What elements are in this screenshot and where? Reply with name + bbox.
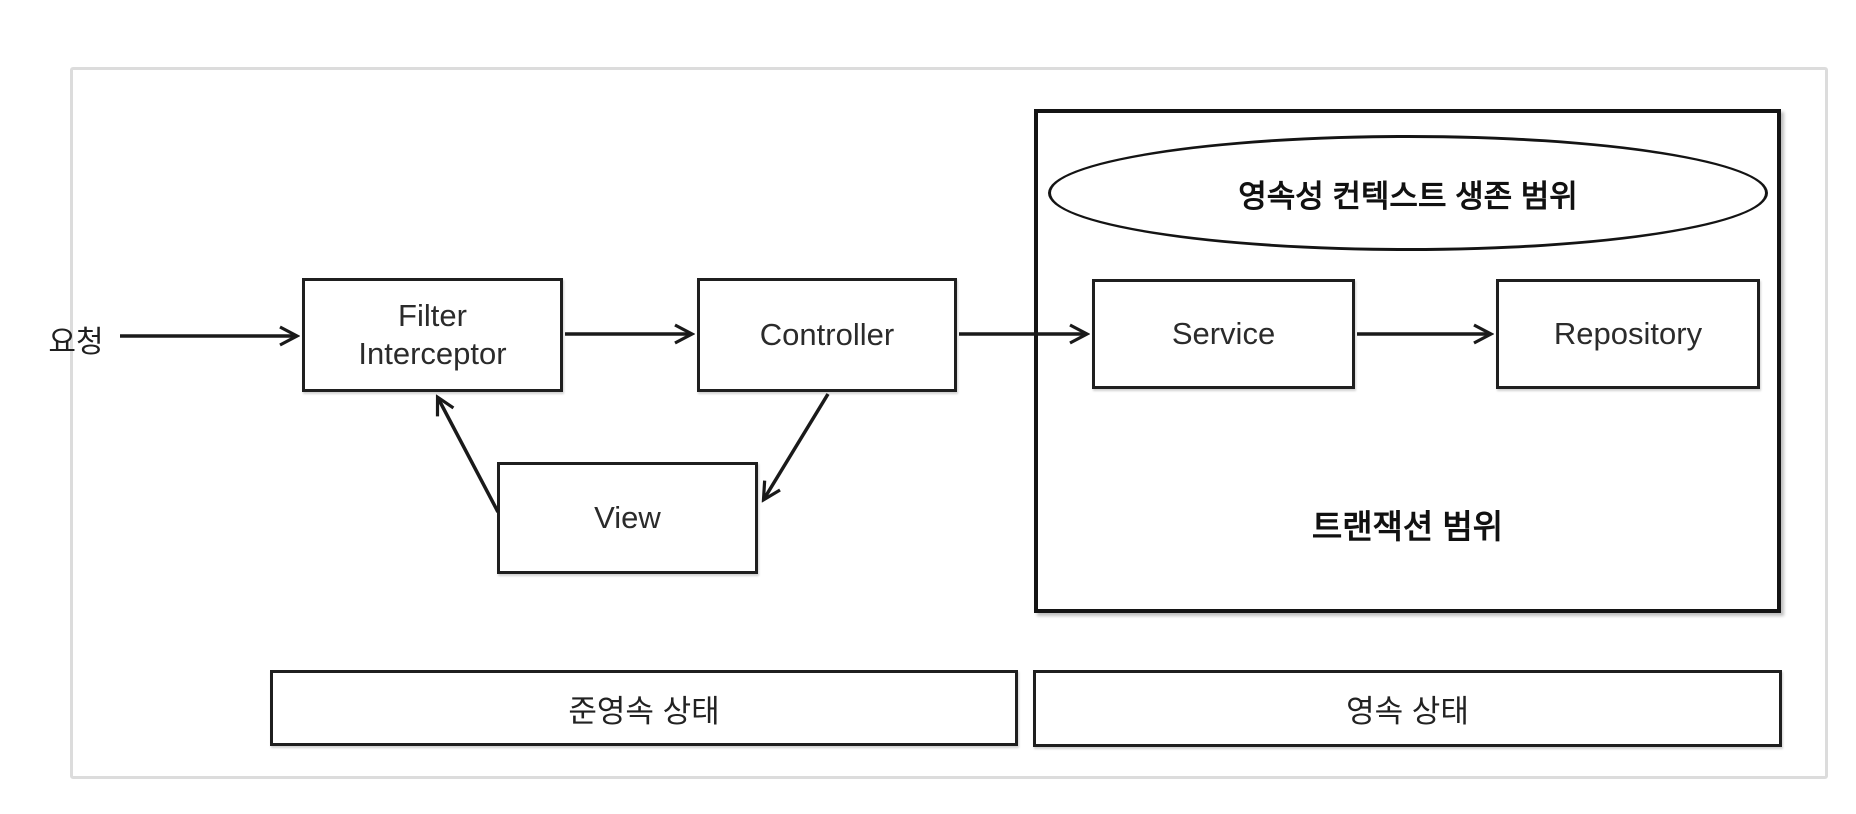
detached-state-label: 준영속 상태 xyxy=(568,693,720,729)
controller-label: Controller xyxy=(759,317,895,352)
node-controller: Controller xyxy=(697,278,957,392)
node-filter-interceptor: Filter Interceptor xyxy=(302,278,563,392)
service-label: Service xyxy=(1171,316,1276,351)
transaction-scope-label: 트랜잭션 범위 xyxy=(1311,508,1504,545)
request-label: 요청 xyxy=(48,326,104,359)
view-label: View xyxy=(594,500,661,535)
filter-label-line2: Interceptor xyxy=(358,336,507,371)
repository-label: Repository xyxy=(1553,316,1703,351)
filter-label-line1: Filter xyxy=(398,298,467,333)
persistent-state-label: 영속 상태 xyxy=(1346,694,1469,729)
persistence-context-ellipse: 영속성 컨텍스트 생존 범위 xyxy=(1048,135,1768,251)
persistent-state-bar: 영속 상태 xyxy=(1033,670,1782,747)
node-view: View xyxy=(497,462,758,574)
node-service: Service xyxy=(1092,279,1355,389)
persistence-context-label: 영속성 컨텍스트 생존 범위 xyxy=(1238,178,1578,214)
node-repository: Repository xyxy=(1496,279,1760,389)
detached-state-bar: 준영속 상태 xyxy=(270,670,1018,746)
